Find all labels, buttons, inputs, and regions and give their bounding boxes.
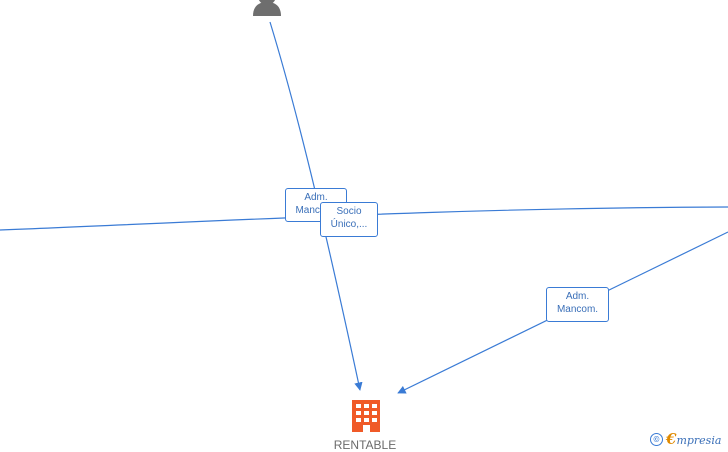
company-name-label[interactable]: RENTABLE bbox=[333, 438, 397, 452]
edge-label-line: Adm. bbox=[565, 291, 590, 302]
edge-label-line: Único,... bbox=[330, 219, 368, 230]
brand-logo-initial: € bbox=[666, 430, 677, 448]
edge-label-line: Mancom. bbox=[295, 205, 337, 216]
edge-label-line: Mancom. bbox=[556, 304, 599, 315]
building-icon[interactable] bbox=[352, 400, 380, 432]
brand-logo: €mpresia bbox=[666, 430, 721, 448]
person-icon[interactable] bbox=[253, 0, 281, 16]
copyright-icon: © bbox=[650, 432, 663, 446]
footer-branding: © €mpresia bbox=[650, 430, 721, 448]
edge-label-adm-mancom-2[interactable]: Adm. Mancom. bbox=[546, 287, 609, 322]
edge-label-line: Adm. bbox=[304, 192, 328, 203]
brand-logo-text: mpresia bbox=[676, 434, 722, 447]
edge-label-socio-unico[interactable]: Socio Único,... bbox=[320, 202, 378, 237]
edge-label-line: Socio bbox=[336, 206, 362, 217]
